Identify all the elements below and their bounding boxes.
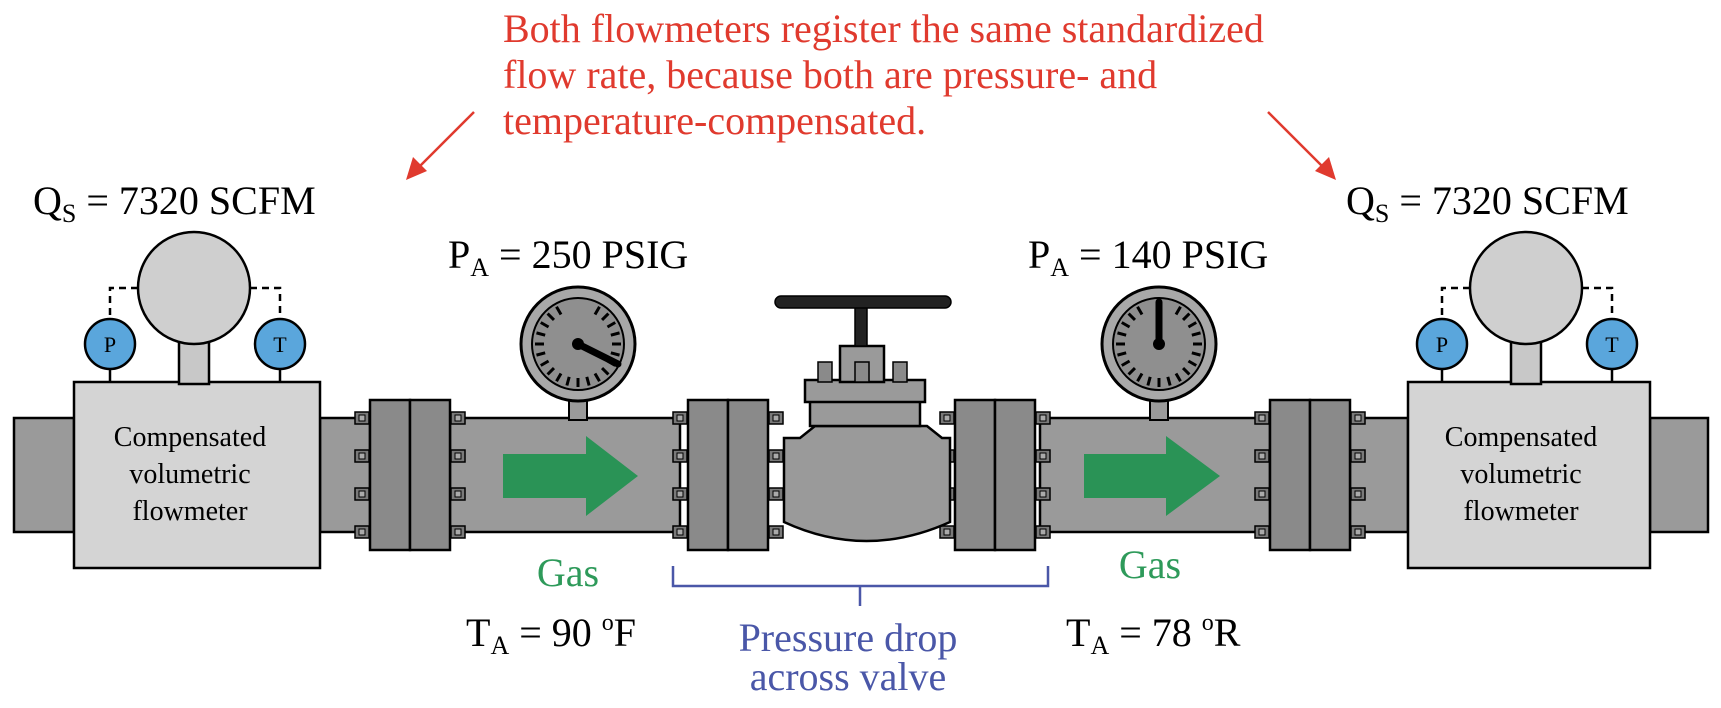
valve-note-line2: across valve [750, 654, 947, 699]
pressure-sensor-label: P [104, 332, 116, 357]
gauge-tick [1127, 312, 1137, 322]
gauge-tick [610, 331, 620, 337]
upstream-gas-label: Gas [537, 550, 599, 595]
annotation: Both flowmeters register the same standa… [503, 6, 1264, 143]
gauge-tick [1127, 366, 1137, 376]
gauge-tick [1187, 321, 1197, 329]
gauge-tick [555, 372, 563, 382]
flange-left-1 [354, 398, 466, 552]
temperature-sensor-icon [253, 317, 307, 371]
flange-valve-outlet [939, 398, 1051, 552]
gauge-tick [546, 312, 556, 322]
right-flow-rate: QS = 7320 SCFM [1346, 178, 1629, 228]
gauge-tick [1181, 312, 1191, 322]
annotation-line2: flow rate, because both are pressure- an… [503, 52, 1157, 97]
gauge-tick [1174, 372, 1182, 382]
pressure-gauge-icon [519, 285, 637, 421]
gauge-tick [593, 306, 601, 316]
gauge-tick [600, 366, 610, 376]
downstream-pressure: PA = 140 PSIG [1028, 232, 1268, 282]
gauge-tick [610, 351, 620, 357]
gauge-tick [540, 321, 550, 329]
gauge-tick [606, 321, 616, 329]
flowmeter-label-line3: flowmeter [132, 496, 248, 527]
gauge-tick [555, 306, 563, 316]
gauge-tick [1136, 306, 1144, 316]
flow-arrow-icon [503, 436, 638, 516]
flowmeter-label-line3: flowmeter [1463, 496, 1579, 527]
gauge-tick [1121, 359, 1131, 367]
temperature-sensor-label: T [1605, 332, 1619, 357]
flange-valve-inlet [672, 398, 784, 552]
gauge-ticks [1116, 306, 1202, 387]
gauge-tick [565, 376, 571, 386]
gauge-tick [536, 351, 546, 357]
gauge-tick [1117, 331, 1127, 337]
temperature-sensor-icon [1585, 317, 1639, 371]
flow-arrow-icon [1084, 436, 1220, 516]
gauge-tick [1146, 376, 1152, 386]
gauge-tick [540, 359, 550, 367]
pressure-sensor-label: P [1436, 332, 1448, 357]
gauge-tick [585, 376, 591, 386]
flange-right-1 [1254, 398, 1366, 552]
downstream-temperature: TA = 78 oR [1066, 610, 1241, 660]
upstream-pressure: PA = 250 PSIG [448, 232, 688, 282]
gate-valve-icon [774, 295, 952, 543]
gauge-tick [1117, 351, 1127, 357]
temperature-sensor-label: T [273, 332, 287, 357]
gauge-tick [1191, 331, 1201, 337]
gauge-tick [1174, 306, 1182, 316]
gauge-tick [593, 372, 601, 382]
gauge-tick [1121, 321, 1131, 329]
gauge-tick [536, 331, 546, 337]
downstream-gas-label: Gas [1119, 542, 1181, 587]
pressure-sensor-icon [1415, 317, 1469, 371]
valve-note-line1: Pressure drop [739, 615, 958, 660]
annotation-line3: temperature-compensated. [503, 98, 926, 143]
flowmeter-label-line2: volumetric [1460, 459, 1581, 490]
gauge-tick [600, 312, 610, 322]
arrow-head-icon [1315, 157, 1336, 180]
pressure-gauge-icon [1100, 285, 1218, 421]
gauge-tick [546, 366, 556, 376]
pressure-drop-bracket [671, 566, 1050, 606]
gauge-tick [1181, 366, 1191, 376]
gauge-tick [1191, 351, 1201, 357]
arrow-head-icon [406, 157, 427, 180]
gauge-tick [1136, 372, 1144, 382]
flowmeter-label-line1: Compensated [1445, 422, 1597, 453]
gauge-tick [1166, 376, 1172, 386]
upstream-temperature: TA = 90 oF [466, 610, 636, 660]
left-flow-rate: QS = 7320 SCFM [33, 178, 316, 228]
left-flowmeter: P T Compensated volumetric flowmeter [72, 230, 322, 570]
annotation-line1: Both flowmeters register the same standa… [503, 6, 1264, 51]
annotation-arrows [406, 111, 1336, 180]
flowmeter-label-line2: volumetric [129, 459, 250, 490]
flowmeter-label-line1: Compensated [114, 422, 266, 453]
gauge-tick [1187, 359, 1197, 367]
right-flowmeter: P T Compensated volumetric flowmeter [1406, 230, 1652, 570]
pressure-sensor-icon [83, 317, 137, 371]
